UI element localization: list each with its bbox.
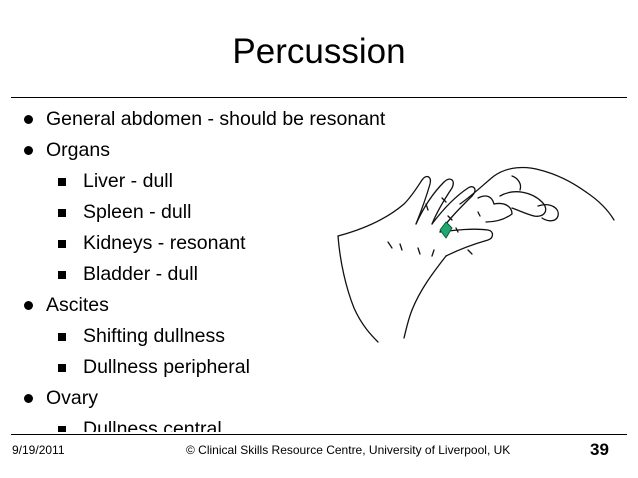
square-bullet-icon (58, 178, 66, 186)
list-item: Ovary (12, 383, 432, 414)
round-bullet-icon (24, 301, 33, 310)
square-bullet-icon (58, 209, 66, 217)
list-item: Liver - dull (12, 166, 432, 197)
round-bullet-icon (24, 115, 33, 124)
bullet-text: Kidneys - resonant (83, 232, 246, 254)
slide-title: Percussion (232, 32, 406, 71)
title-divider (11, 97, 627, 98)
footer-divider (11, 434, 627, 435)
bullet-text: Ovary (46, 387, 99, 409)
square-bullet-icon (58, 333, 66, 341)
bullet-text: Dullness peripheral (83, 356, 250, 378)
bullet-text: Liver - dull (83, 170, 173, 192)
square-bullet-icon (58, 240, 66, 248)
bullet-text: Organs (46, 139, 110, 161)
square-bullet-icon (58, 426, 66, 432)
list-item: Shifting dullness (12, 321, 432, 352)
list-item: Dullness central (12, 414, 432, 432)
bullet-text: Bladder - dull (83, 263, 198, 285)
bullet-text: Dullness central (83, 418, 222, 432)
bullet-text: General abdomen - should be resonant (46, 108, 386, 130)
list-item: Ascites (12, 290, 432, 321)
bullet-text: Shifting dullness (83, 325, 226, 347)
content-area: General abdomen - should be resonant Org… (12, 104, 618, 432)
round-bullet-icon (24, 146, 33, 155)
bullet-text: Ascites (46, 294, 109, 316)
square-bullet-icon (58, 271, 66, 279)
list-item: General abdomen - should be resonant (12, 104, 432, 135)
page-number: 39 (590, 440, 609, 459)
list-item: Dullness peripheral (12, 352, 432, 383)
list-item: Spleen - dull (12, 197, 432, 228)
bullet-list: General abdomen - should be resonant Org… (12, 104, 432, 432)
bullet-text: Spleen - dull (83, 201, 192, 223)
list-item: Kidneys - resonant (12, 228, 432, 259)
square-bullet-icon (58, 364, 66, 372)
list-item: Bladder - dull (12, 259, 432, 290)
list-item: Organs (12, 135, 432, 166)
round-bullet-icon (24, 394, 33, 403)
footer-credit: © Clinical Skills Resource Centre, Unive… (186, 443, 511, 457)
footer-date: 9/19/2011 (12, 443, 65, 457)
percussing-hands-icon (328, 158, 618, 393)
